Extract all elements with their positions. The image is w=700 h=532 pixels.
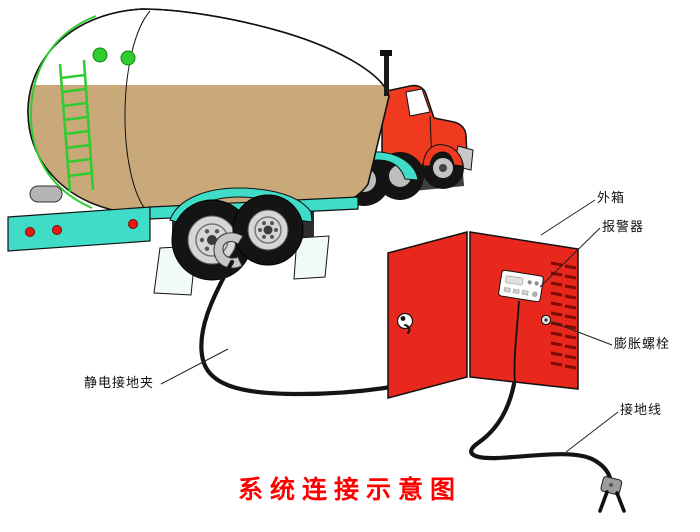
expansion-bolt-center (544, 318, 548, 322)
leader-line-alarm (539, 227, 601, 288)
marker-light (25, 227, 35, 237)
label-ground-wire: 接地线 (620, 403, 663, 418)
alarm-button (512, 288, 520, 295)
tank-ladder (29, 15, 97, 209)
tanker-truck (7, 8, 474, 296)
tank-marker-light (120, 50, 136, 66)
alarm-button (503, 287, 511, 293)
lug (270, 234, 274, 239)
earth-clamp-bolt (609, 483, 613, 487)
lug (199, 237, 205, 243)
vent-slots (550, 261, 577, 370)
front-fender (422, 144, 464, 167)
truck-cab (335, 84, 474, 206)
rear-bumper (7, 206, 151, 252)
alarm-internal-wire (513, 300, 520, 385)
hub-ring (254, 216, 282, 244)
tank-marker-light (92, 47, 108, 63)
label-expansion-bolt: 膨胀螺栓 (614, 337, 671, 352)
lug (262, 234, 266, 239)
door-lock (396, 312, 414, 334)
lock-handle (404, 324, 411, 334)
lock-plate (396, 312, 414, 330)
grounding-cable-truck (199, 259, 394, 397)
lug (204, 229, 210, 234)
label-static-ground-clamp: 静电接地夹 (84, 376, 155, 391)
exhaust-stack (380, 50, 392, 96)
ladder-rails-and-rungs (58, 59, 95, 193)
front-wheel-center (439, 164, 447, 172)
alarm-led (534, 281, 539, 286)
alarm-button (521, 289, 529, 296)
earth-clamp-prongs (598, 490, 626, 513)
lug (204, 246, 210, 251)
hub-center (263, 225, 273, 235)
diagram-title: 系统连接示意图 (237, 475, 462, 504)
alarm-led (527, 280, 532, 285)
exhaust-pipe (384, 54, 389, 96)
cab-window (405, 88, 431, 117)
air-tank (29, 185, 63, 203)
lug (270, 221, 274, 226)
static-grounding-clamp (213, 232, 244, 269)
leader-line-expansion-bolt (551, 321, 613, 346)
cabinet-front-panel (469, 231, 579, 390)
tank-end-seam (124, 10, 151, 214)
leader-lines (160, 199, 619, 453)
lug (214, 229, 220, 234)
alarm-device (498, 269, 544, 303)
mud-flap (293, 235, 330, 280)
grounding-cable-earth (469, 381, 614, 486)
leader-line-outer-box (540, 199, 596, 236)
alarm-display (505, 275, 524, 286)
earth-clamp (598, 476, 626, 513)
lug (262, 221, 266, 226)
tank-rim-arc (29, 15, 97, 209)
marker-light (128, 219, 138, 229)
exhaust-cap (380, 50, 392, 56)
label-outer-box: 外箱 (597, 191, 626, 206)
hub-center (207, 235, 217, 245)
cabinet-door (387, 231, 468, 399)
lug (274, 228, 278, 232)
leader-line-static-clamp (160, 348, 229, 385)
trailer-wheel-front (232, 194, 304, 266)
label-alarm: 报警器 (602, 220, 645, 235)
lug (258, 228, 262, 232)
leader-line-ground-wire (565, 411, 619, 453)
alarm-cabinet (387, 231, 579, 399)
marker-light (52, 225, 62, 235)
alarm-buzzer (532, 291, 538, 297)
lock-hole (400, 316, 406, 321)
